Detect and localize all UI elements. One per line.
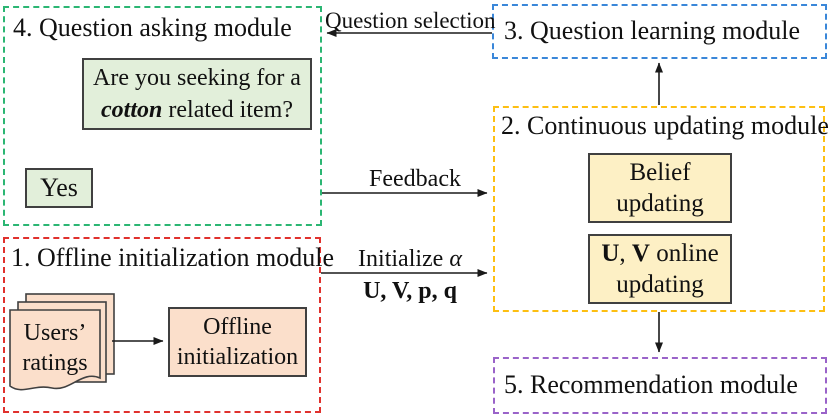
initialize-alpha-label: Initialize α [358,246,462,272]
feedback-label: Feedback [369,166,461,192]
users-ratings-line2: ratings [22,350,88,376]
initialize-params-label: U, V, p, q [363,278,457,304]
uv-line1: U, V online [601,240,719,267]
module-question-asking [3,6,322,226]
module-recommendation-title: 5. Recommendation module [504,370,798,399]
uv-online-updating-box: U, V online updating [588,234,732,304]
module-question-learning-title: 3. Question learning module [504,16,801,45]
question-line2: cotton related item? [101,97,293,123]
alpha-symbol: α [449,246,462,272]
belief-line1: Belief [629,159,691,186]
offline-line2: initialization [176,344,299,370]
yes-label: Yes [40,173,78,202]
question-box: Are you seeking for a cotton related ite… [82,58,312,130]
module-continuous-updating-title: 2. Continuous updating module [501,111,829,140]
module-question-asking-title: 4. Question asking module [13,13,292,42]
yes-answer-box[interactable]: Yes [25,168,93,208]
module-continuous-updating [493,106,825,312]
uv-line2: updating [616,271,704,298]
users-ratings-label: Users’ ratings [12,316,98,380]
users-ratings-document-icon [9,293,115,391]
question-selection-label: Question selection [325,8,496,33]
offline-initialization-box: Offline initialization [168,307,307,377]
module-recommendation [493,357,827,414]
module-question-learning [492,4,827,59]
module-offline-initialization-title: 1. Offline initialization module [11,243,335,272]
question-keyword: cotton [101,97,163,123]
question-line1: Are you seeking for a [93,65,301,91]
users-ratings-line1: Users’ [23,320,87,346]
belief-updating-box: Belief updating [588,153,732,223]
module-offline-initialization [3,237,321,413]
offline-line1: Offline [203,314,272,340]
belief-line2: updating [616,190,704,217]
